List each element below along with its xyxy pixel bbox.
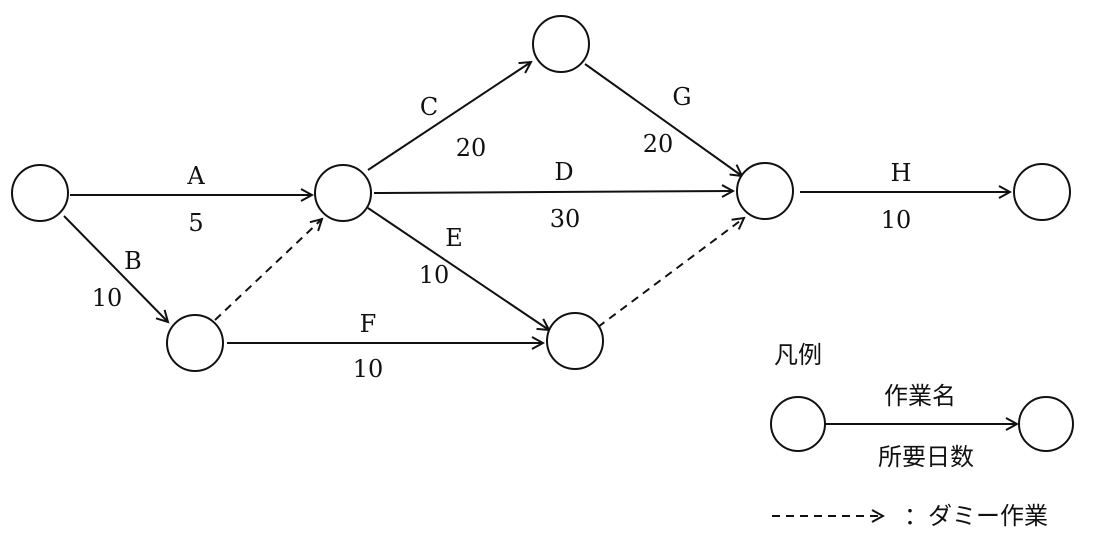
- event-node-4: [532, 15, 590, 73]
- activity-a-days: 5: [188, 209, 203, 237]
- activity-e-arrow: [367, 207, 549, 330]
- event-node-6: [546, 312, 604, 370]
- activity-f-days: 10: [353, 355, 384, 383]
- activity-b-days: 10: [92, 284, 123, 312]
- dummy-activity-arrow-1: [214, 219, 322, 321]
- event-node-1: [11, 164, 69, 222]
- activity-f-name: F: [360, 310, 377, 338]
- legend: 凡例 作業名 所要日数 ：ダミー作業: [770, 341, 1074, 530]
- legend-end-node: [1018, 396, 1074, 452]
- activity-b-name: B: [124, 247, 142, 275]
- activity-h-days: 10: [881, 206, 912, 234]
- dummy-activity-arrow-2: [597, 218, 744, 328]
- activity-g-name: G: [672, 83, 691, 111]
- activity-g-days: 20: [643, 130, 674, 158]
- event-node-3: [314, 164, 372, 222]
- activity-e-days: 10: [419, 261, 450, 289]
- activity-g-arrow: [584, 63, 742, 176]
- activity-e-name: E: [445, 224, 463, 252]
- activity-d-arrow: [373, 191, 733, 193]
- legend-title: 凡例: [774, 341, 822, 369]
- legend-work-name: 作業名: [884, 382, 956, 410]
- activity-c-arrow: [367, 62, 531, 171]
- activity-d-name: D: [554, 158, 573, 186]
- event-node-5: [736, 162, 794, 220]
- activity-d-days: 30: [550, 205, 581, 233]
- activity-a-name: A: [186, 162, 205, 190]
- activity-b-arrow: [63, 215, 168, 322]
- legend-required-days: 所要日数: [878, 443, 974, 471]
- activity-c-name: C: [420, 93, 438, 121]
- event-node-2: [166, 314, 224, 372]
- legend-dummy-label: ：ダミー作業: [904, 502, 1048, 530]
- event-node-7: [1013, 163, 1071, 221]
- activity-c-days: 20: [456, 134, 487, 162]
- legend-start-node: [770, 396, 826, 452]
- activity-h-name: H: [891, 159, 912, 187]
